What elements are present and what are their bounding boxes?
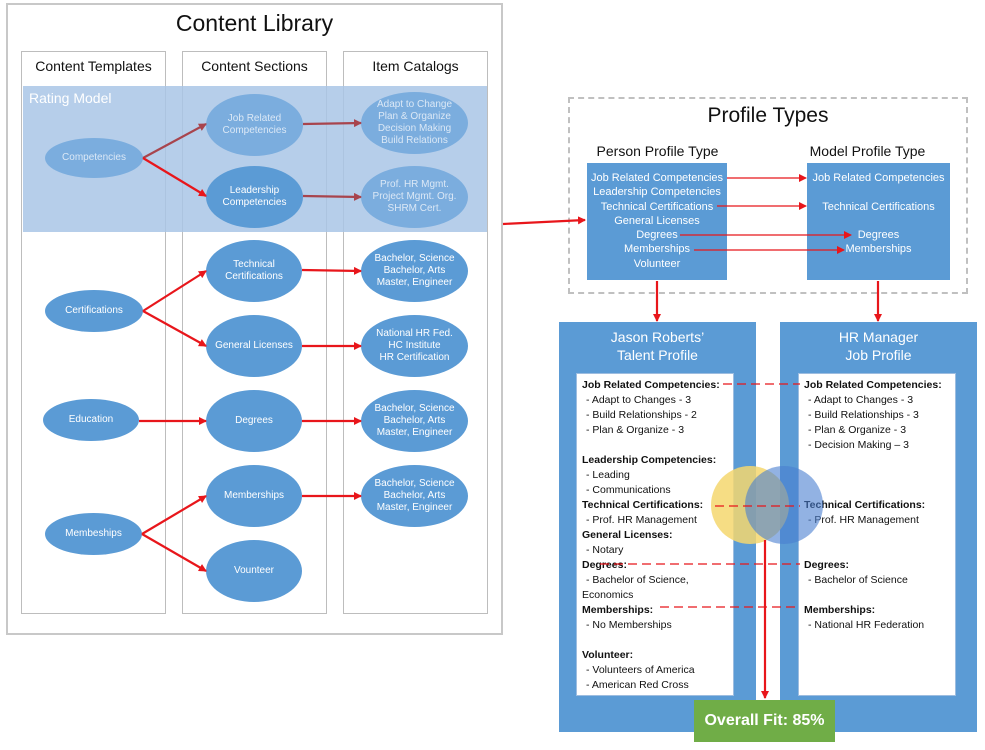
venn-job-circle — [745, 466, 823, 544]
profile-item: - Volunteers of America — [586, 664, 695, 676]
profile-section-heading: Technical Certifications: — [804, 499, 926, 511]
catalog-leadership[interactable]: Prof. HR Mgmt. Project Mgmt. Org. SHRM C… — [361, 166, 468, 228]
job-profile-content: Job Related Competencies: - Adapt to Chan… — [798, 373, 956, 696]
profile-item: - Plan & Organize - 3 — [586, 424, 685, 436]
profile-item: - Communications — [586, 484, 671, 496]
profile-item: - Build Relationships - 3 — [808, 409, 919, 421]
profile-item: - No Memberships — [586, 619, 672, 631]
person-type-item: Volunteer — [633, 257, 681, 270]
arrow-memberships-volunteer — [141, 533, 207, 572]
profile-section-heading: General Licenses: — [582, 529, 673, 541]
profile-section-heading: Technical Certifications: — [582, 499, 704, 511]
section-leadership-competencies[interactable]: Leadership Competencies — [206, 166, 303, 228]
profile-section-heading: Volunteer: — [582, 649, 634, 661]
model-type-item: Memberships — [845, 243, 912, 255]
person-profile-type-label: Person Profile Type — [596, 143, 719, 159]
arrow-leadership-catalog — [302, 192, 362, 201]
profile-item: - Prof. HR Management — [808, 514, 919, 526]
arrow-memberships-memberships — [141, 495, 207, 535]
profile-item: - Notary — [586, 544, 624, 556]
template-competencies[interactable]: Competencies — [45, 138, 143, 178]
section-memberships[interactable]: Memberships — [206, 465, 302, 527]
person-type-item: Technical Certifications — [600, 200, 714, 213]
rating-model-label: Rating Model — [29, 90, 112, 106]
overall-fit-badge: Overall Fit: 85% — [694, 700, 835, 742]
model-type-item: Job Related Competencies — [812, 172, 945, 184]
arrow-technical-catalog — [301, 266, 362, 275]
talent-profile-content: Job Related Competencies: - Adapt to Chan… — [576, 373, 734, 696]
person-type-item: General Licenses — [614, 214, 700, 227]
profile-item: - National HR Federation — [808, 619, 925, 631]
profile-item: - Adapt to Changes - 3 — [586, 394, 692, 406]
model-profile-type-label: Model Profile Type — [809, 143, 926, 159]
profile-section-heading: Job Related Competencies: — [804, 379, 942, 391]
arrow-library-to-person-type — [502, 216, 586, 226]
job-profile-title: HR Manager Job Profile — [838, 329, 919, 363]
content-templates-header: Content Templates — [35, 58, 152, 74]
person-type-item: Memberships — [623, 243, 691, 256]
arrow-jobrelated-catalog — [302, 119, 362, 128]
catalog-licenses[interactable]: National HR Fed. HC Institute HR Certifi… — [361, 315, 468, 377]
profile-item: - Prof. HR Management — [586, 514, 697, 526]
arrow-competencies-leadership — [142, 157, 207, 197]
section-technical-certifications[interactable]: Technical Certifications — [206, 240, 302, 302]
template-certifications[interactable]: Certifications — [45, 290, 143, 332]
template-education[interactable]: Education — [43, 399, 139, 441]
arrow-competencies-jobrelated — [142, 123, 207, 159]
profile-item: - Leading — [586, 469, 630, 481]
profile-item: - Adapt to Changes - 3 — [808, 394, 914, 406]
person-profile-type-box[interactable]: Job Related Competencies Leadership Comp… — [587, 163, 727, 280]
profile-item: - American Red Cross — [586, 679, 689, 691]
model-profile-type-box[interactable]: Job Related Competencies Technical Certi… — [807, 163, 950, 280]
arrow-certifications-technical — [142, 270, 207, 312]
person-type-item: Degrees — [636, 229, 678, 242]
profile-item: - Build Relationships - 2 — [586, 409, 697, 421]
content-library-title: Content Library — [175, 10, 334, 36]
profile-item: - Plan & Organize - 3 — [808, 424, 907, 436]
catalog-degrees[interactable]: Bachelor, Science Bachelor, Arts Master,… — [361, 390, 468, 452]
content-sections-header: Content Sections — [201, 58, 308, 74]
profile-item: - Bachelor of Science, — [586, 574, 689, 586]
catalog-memberships[interactable]: Bachelor, Science Bachelor, Arts Master,… — [361, 465, 468, 527]
profile-section-heading: Degrees: — [804, 559, 849, 571]
section-degrees[interactable]: Degrees — [206, 390, 302, 452]
profile-section-heading: Job Related Competencies: — [582, 379, 720, 391]
catalog-job-related[interactable]: Adapt to Change Plan & Organize Decision… — [361, 92, 468, 154]
person-type-item: Job Related Competencies — [590, 172, 724, 184]
talent-profile-title: Jason Roberts’ Talent Profile — [610, 329, 705, 363]
profile-section-heading: Memberships: — [582, 604, 654, 616]
section-volunteer[interactable]: Vounteer — [206, 540, 302, 602]
arrow-certifications-licenses — [142, 310, 207, 347]
section-job-related-competencies[interactable]: Job Related Competencies — [206, 94, 303, 156]
catalog-technical[interactable]: Bachelor, Science Bachelor, Arts Master,… — [361, 240, 468, 302]
profile-section-heading: Memberships: — [804, 604, 876, 616]
person-type-item: Leadership Competencies — [593, 186, 721, 199]
profile-section-heading: Leadership Competencies: — [582, 454, 717, 466]
model-type-item: Degrees — [857, 229, 900, 241]
model-type-item: Technical Certifications — [822, 201, 935, 213]
profile-section-heading: Degrees: — [582, 559, 627, 571]
profile-item: - Decision Making – 3 — [808, 439, 909, 451]
template-memberships[interactable]: Membeships — [45, 513, 142, 555]
profile-types-title: Profile Types — [707, 104, 829, 127]
profile-item-continuation: Economics — [582, 589, 634, 601]
item-catalogs-header: Item Catalogs — [372, 58, 459, 74]
profile-item: - Bachelor of Science — [808, 574, 908, 586]
section-general-licenses[interactable]: General Licenses — [206, 315, 302, 377]
